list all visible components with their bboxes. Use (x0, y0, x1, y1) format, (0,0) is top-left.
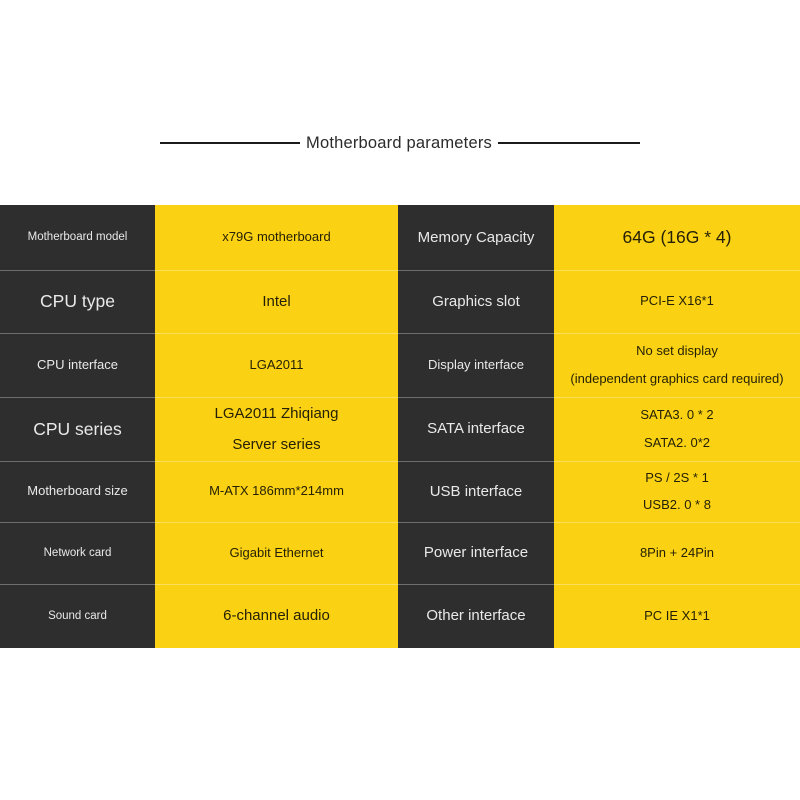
cell-label-motherboard-size: Motherboard size (0, 461, 155, 522)
cell-label-power-interface: Power interface (398, 522, 554, 584)
cell-value-other-interface: PC IE X1*1 (554, 584, 800, 648)
page-title: Motherboard parameters (306, 133, 492, 152)
cell-label-usb-interface: USB interface (398, 461, 554, 522)
cell-label-network-card: Network card (0, 522, 155, 584)
cell-label-motherboard-model: Motherboard model (0, 205, 155, 270)
value-line-2: Server series (232, 435, 321, 453)
cell-label-other-interface: Other interface (398, 584, 554, 648)
cell-value-display-interface: No set display (independent graphics car… (554, 333, 800, 397)
cell-label-cpu-series: CPU series (0, 397, 155, 461)
value-line-2: (independent graphics card required) (570, 370, 784, 386)
value-line-1: No set display (636, 343, 718, 359)
cell-label-display-interface: Display interface (398, 333, 554, 397)
value-line-1: PS / 2S * 1 (645, 469, 709, 485)
page-title-block: Motherboard parameters (0, 126, 800, 160)
cell-label-memory-capacity: Memory Capacity (398, 205, 554, 270)
table-row: CPU interface LGA2011 Display interface … (0, 333, 800, 397)
cell-value-usb-interface: PS / 2S * 1 USB2. 0 * 8 (554, 461, 800, 522)
title-rule-right (498, 142, 640, 144)
table-row: CPU series LGA2011 Zhiqiang Server serie… (0, 397, 800, 461)
value-line-2: SATA2. 0*2 (644, 434, 710, 450)
motherboard-parameters-table: Motherboard model x79G motherboard Memor… (0, 205, 800, 648)
cell-value-motherboard-model: x79G motherboard (155, 205, 398, 270)
cell-value-sata-interface: SATA3. 0 * 2 SATA2. 0*2 (554, 397, 800, 461)
cell-value-sound-card: 6-channel audio (155, 584, 398, 648)
cell-value-power-interface: 8Pin + 24Pin (554, 522, 800, 584)
table-row: CPU type Intel Graphics slot PCI-E X16*1 (0, 270, 800, 333)
cell-value-cpu-type: Intel (155, 270, 398, 333)
value-line-1: SATA3. 0 * 2 (640, 407, 714, 423)
value-line-1: LGA2011 Zhiqiang (214, 405, 339, 423)
cell-label-graphics-slot: Graphics slot (398, 270, 554, 333)
table-row: Motherboard model x79G motherboard Memor… (0, 205, 800, 270)
cell-label-sata-interface: SATA interface (398, 397, 554, 461)
table-row: Motherboard size M-ATX 186mm*214mm USB i… (0, 461, 800, 522)
cell-label-sound-card: Sound card (0, 584, 155, 648)
cell-value-motherboard-size: M-ATX 186mm*214mm (155, 461, 398, 522)
cell-value-network-card: Gigabit Ethernet (155, 522, 398, 584)
cell-value-memory-capacity: 64G (16G * 4) (554, 205, 800, 270)
cell-value-cpu-interface: LGA2011 (155, 333, 398, 397)
value-line-2: USB2. 0 * 8 (643, 497, 711, 512)
cell-value-cpu-series: LGA2011 Zhiqiang Server series (155, 397, 398, 461)
cell-label-cpu-interface: CPU interface (0, 333, 155, 397)
title-rule-left (160, 142, 300, 144)
cell-value-graphics-slot: PCI-E X16*1 (554, 270, 800, 333)
table-row: Sound card 6-channel audio Other interfa… (0, 584, 800, 648)
cell-label-cpu-type: CPU type (0, 270, 155, 333)
table-row: Network card Gigabit Ethernet Power inte… (0, 522, 800, 584)
